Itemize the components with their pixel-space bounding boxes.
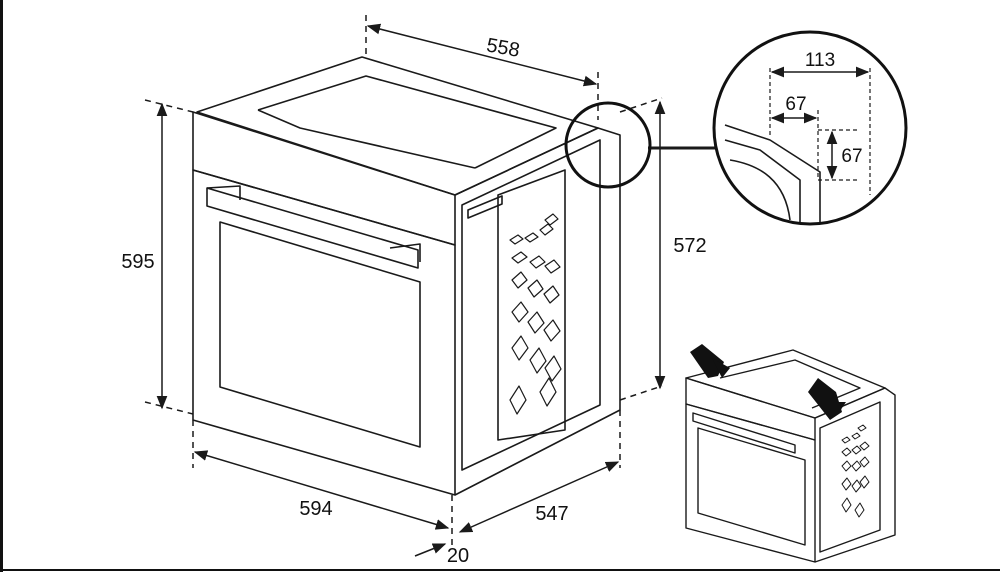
oven-side-vent [467,195,503,219]
small-oven-handle [692,412,796,454]
oven-window [219,221,421,448]
small-oven-side-frame [819,401,881,553]
dim-20-line [414,543,447,557]
oven-side-frame [461,139,601,471]
small-oven-window [697,427,806,546]
small-oven-front [685,403,816,563]
oven-side-vents [509,213,562,415]
dim-594-line [193,450,450,530]
dim-558-line [366,23,598,87]
oven-handle [206,187,419,269]
small-oven-vents [841,424,870,518]
detail-magnifier [712,30,908,226]
label-594: 594 [299,498,332,520]
dimension-lines [144,15,722,557]
detail-corner-edge [724,124,821,222]
label-detail-113: 113 [805,50,835,71]
small-oven-side [814,387,896,563]
label-20: 20 [447,545,469,567]
label-detail-67-vertical: 67 [841,146,862,167]
small-oven [685,349,896,563]
label-572: 572 [673,235,706,257]
main-oven [192,56,621,496]
oven-top-recess [257,75,557,169]
oven-top-recess-edge [257,109,476,169]
label-595: 595 [121,251,154,273]
handle-bracket-right [389,243,421,262]
small-oven-top-recess [719,359,861,409]
detail-circle [712,30,908,226]
dim-547-line [458,461,620,533]
handle-bracket-left [206,185,241,200]
detail-corner-curve [729,159,791,221]
oven-side [454,127,621,496]
detail-corner-inner [724,139,801,222]
dim-595-ext-bottom [144,401,194,415]
dim-572-ext-top [619,97,663,113]
label-detail-67-horizontal: 67 [785,94,806,115]
dim-572-ext-bottom [619,385,663,401]
oven-side-panel [497,169,566,441]
label-547: 547 [535,503,568,525]
oven-top [196,56,599,196]
dim-595-ext-top [144,99,194,113]
lifting-hand-right-icon [808,378,846,420]
detail-callout-circle [564,101,652,189]
lifting-hand-left-icon [690,344,730,378]
